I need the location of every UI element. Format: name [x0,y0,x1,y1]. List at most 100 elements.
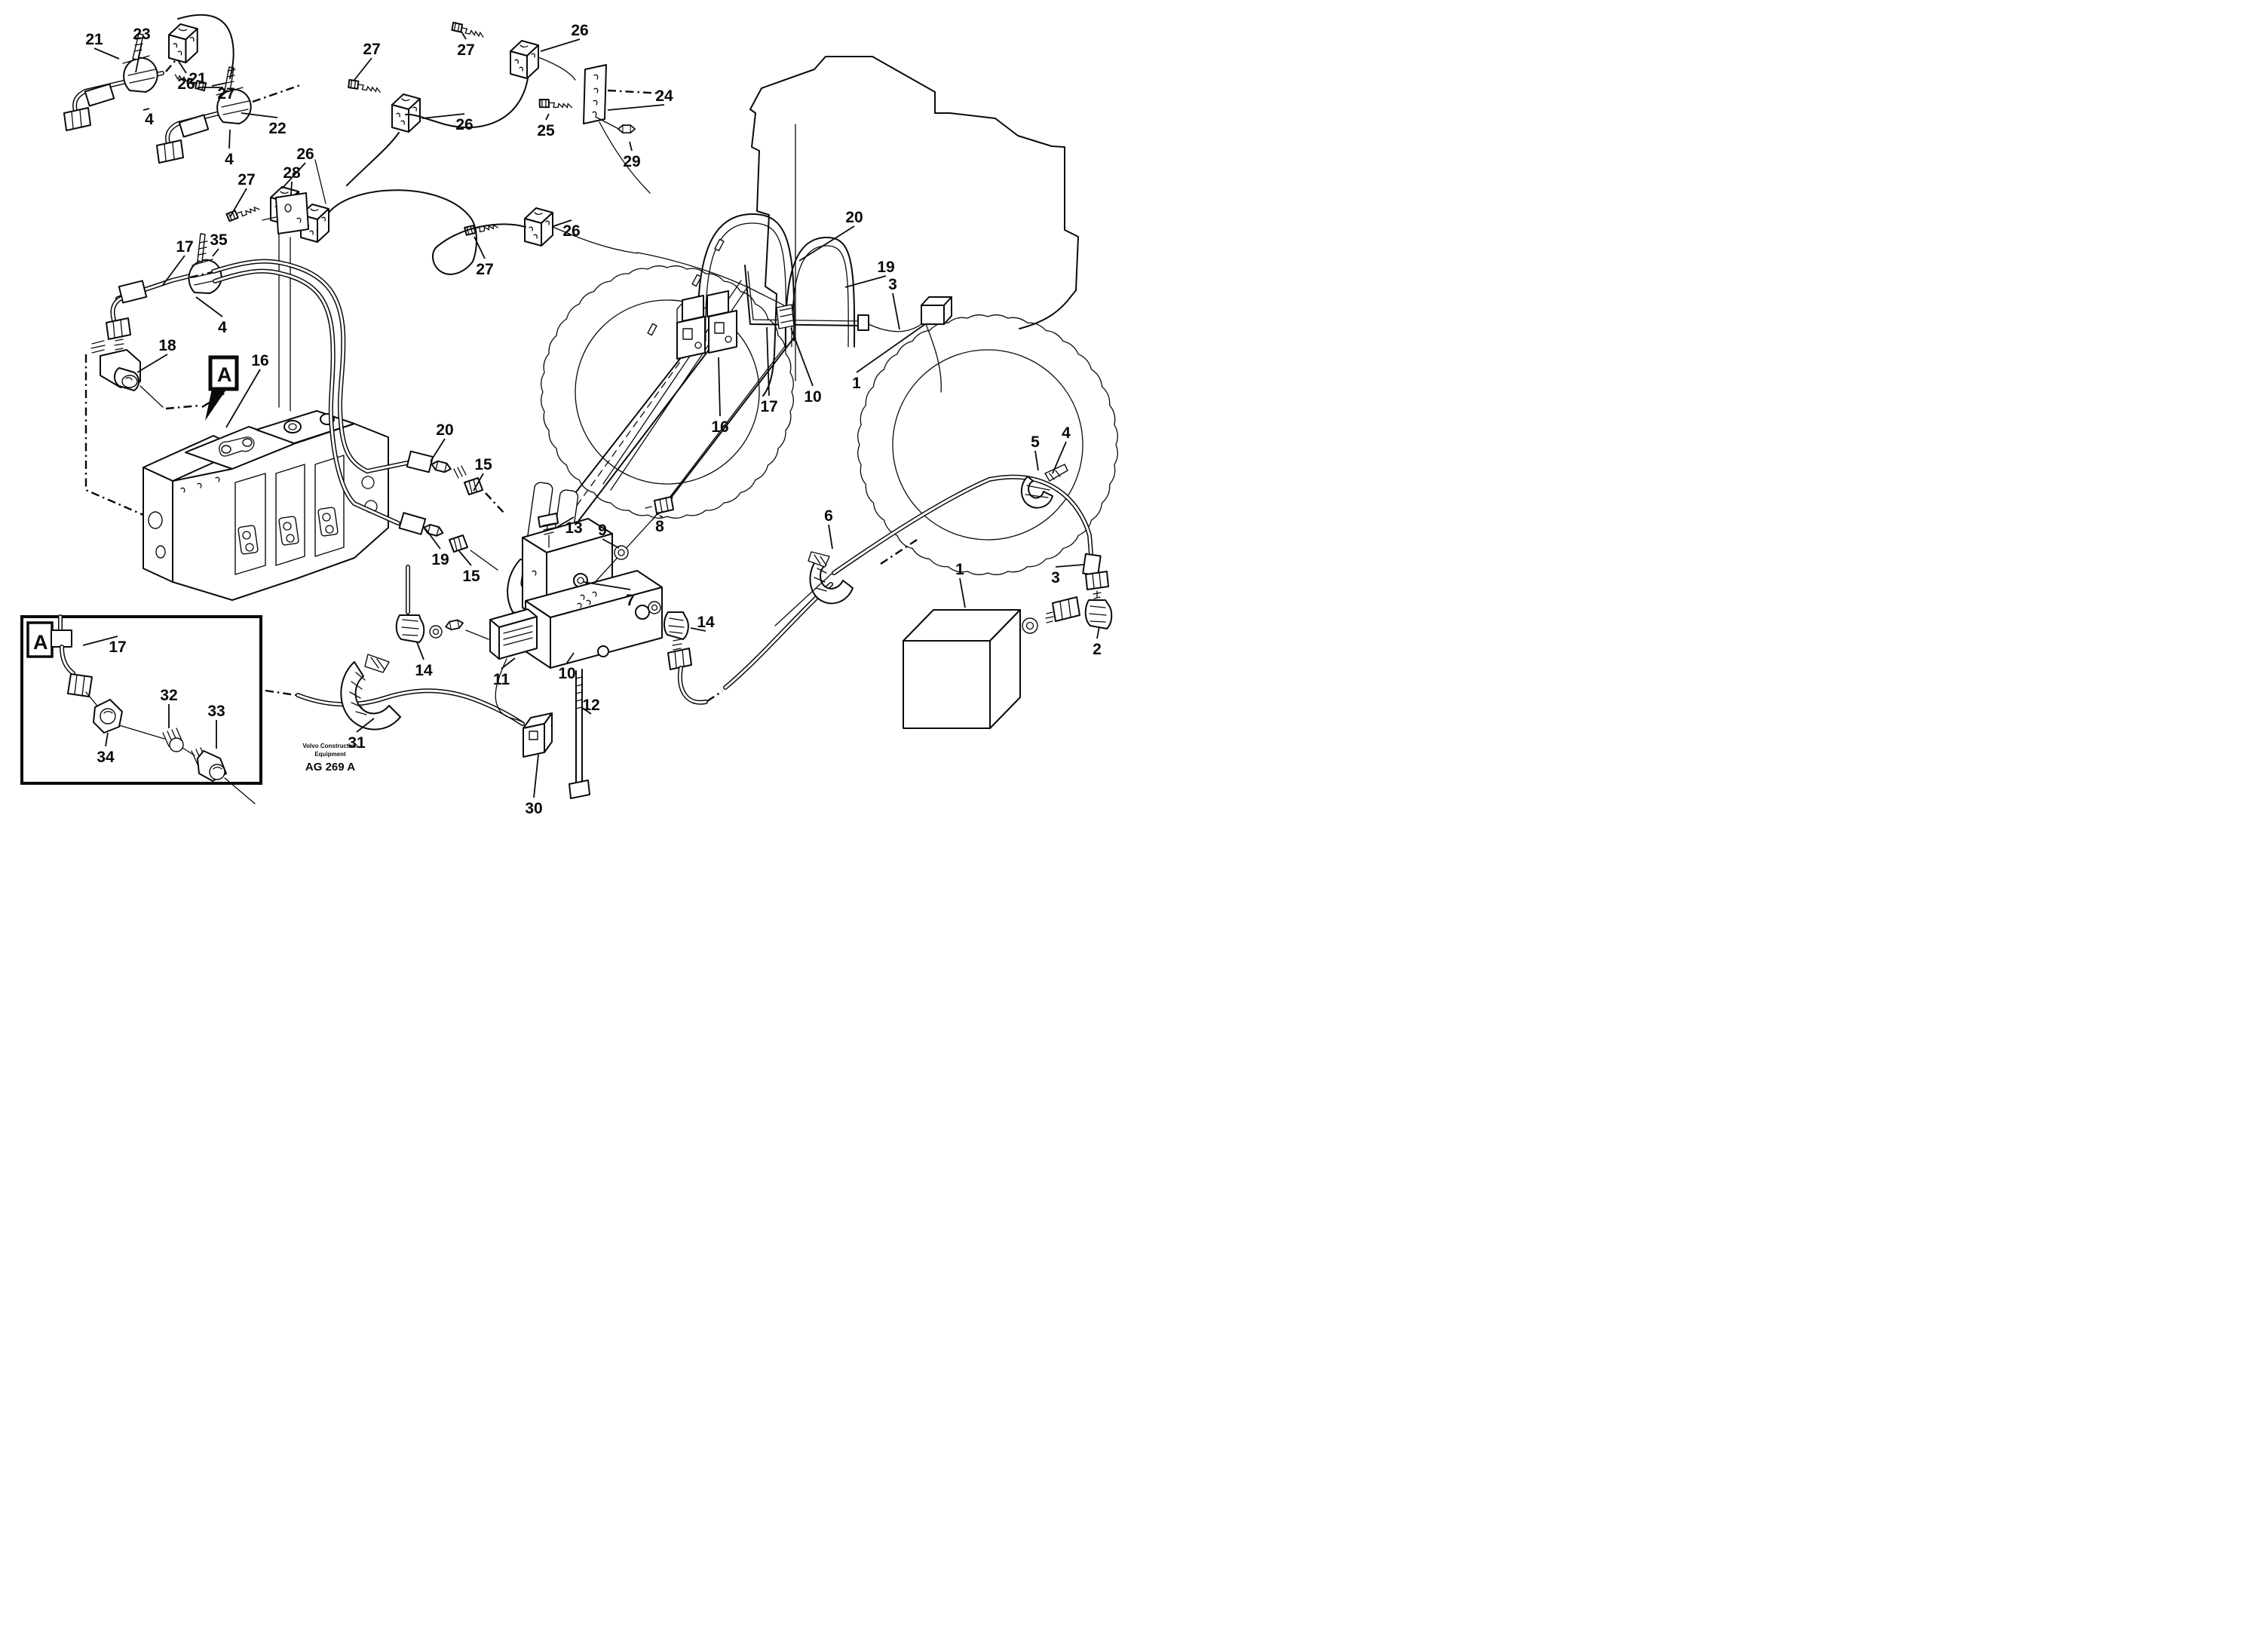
callout-leader-10 [790,327,814,387]
bottom-right-hose-group [677,464,1113,729]
footer-figure-code: AG 269 A [305,761,355,773]
callout-leader-16 [225,369,261,428]
parts-diagram-canvas: A [20,14,1118,817]
inset-detail-a: A [20,614,262,804]
callout-leader-26 [177,60,187,74]
callout-leader-20 [798,225,855,262]
nut-3b [1085,571,1109,590]
callout-leader-24 [607,104,665,111]
callout-19: 19 [431,551,449,568]
callout-4: 4 [218,319,227,336]
callout-20: 20 [845,209,863,226]
vehicle-rear-outline [749,56,1079,397]
callout-1: 1 [852,375,861,392]
callout-leader-8 [659,515,664,518]
callout-26: 26 [571,22,588,39]
callout-leader-17 [162,255,185,286]
callout-23: 23 [133,26,150,43]
callout-15: 15 [474,456,492,473]
callout-leader-11 [501,657,516,669]
callout-leader-9 [602,538,620,549]
callout-21: 21 [188,70,207,87]
callout-26: 26 [562,222,580,240]
hose-end-nut [156,139,184,164]
callout-leader-26 [421,113,465,119]
callout-leader-28 [290,181,293,196]
worm-clamp-5 [1020,464,1068,509]
inset-nut-34 [93,699,123,734]
inset-nut-17 [67,673,93,697]
callout-leader-1 [856,323,926,373]
callout-leader-3 [1055,564,1084,568]
callout-leader-18 [136,354,168,373]
callout-leader-13 [556,516,575,528]
callout-10: 10 [804,388,821,406]
callout-27: 27 [363,41,380,58]
rear-wheel-right [857,314,1118,575]
callout-26: 26 [177,75,195,93]
callout-leader-12 [581,706,592,715]
callout-22: 22 [268,120,286,137]
callout-4: 4 [225,151,234,168]
nipple-15b [449,535,468,553]
callout-leader-27 [211,82,227,87]
callout-leader-26 [540,38,581,52]
callout-leader-3 [892,293,900,330]
callout-leader-30 [533,754,539,798]
callout-leader-4 [228,129,231,149]
bottom-hose-run [265,654,553,758]
callout-35: 35 [210,231,228,249]
callout-19: 19 [877,259,894,276]
callout-27: 27 [238,171,255,188]
callout-12: 12 [582,697,599,714]
callout-6: 6 [824,507,833,525]
callout-34: 34 [97,749,115,766]
callout-26: 26 [296,145,314,163]
worm-clamp-35 [188,233,222,294]
callout-leader-22 [241,112,278,118]
callout-leader-27 [229,188,247,218]
callout-18: 18 [158,337,176,354]
plug-13 [538,513,559,548]
callout-1: 1 [955,561,964,578]
callout-leader-10 [566,652,575,663]
callout-3: 3 [1051,569,1060,587]
callout-leader-23 [135,42,143,73]
callout-17: 17 [760,398,777,415]
callout-8: 8 [655,518,664,535]
callout-leader-21 [93,47,120,60]
callout-4: 4 [1062,424,1071,442]
callout-leader-26 [281,162,306,189]
bracket-24 [583,64,663,194]
cable-tie [776,304,795,329]
diagram-page: A [0,0,1134,826]
callout-21: 21 [85,31,103,48]
callout-27: 27 [476,261,493,278]
callout-7: 7 [626,592,635,609]
inset-spring-32 [162,727,184,752]
callout-5: 5 [1031,433,1040,451]
connector-30 [523,712,553,758]
callout-leader-4 [195,296,223,317]
detail-a-marker: A [205,355,239,421]
control-valve-pack [143,410,389,601]
hose-end-nut [63,107,91,131]
callout-31: 31 [348,734,366,752]
tee-fitting-18 [90,340,141,391]
callout-28: 28 [283,164,301,182]
hose-assembly-top-left-1 [63,33,188,131]
callout-leader-4 [143,108,150,111]
callout-20: 20 [436,421,453,439]
callout-leader-14 [416,642,424,660]
callout-15: 15 [462,568,480,585]
callout-27: 27 [217,85,234,103]
callout-30: 30 [525,800,542,817]
callout-leader-34 [105,732,109,747]
detail-a-letter: A [217,363,232,386]
callout-2: 2 [1093,641,1102,658]
braided-clamp-31 [340,654,401,731]
callout-17: 17 [176,238,193,256]
elbow-14b [664,611,689,640]
callout-leader-35 [212,248,219,257]
